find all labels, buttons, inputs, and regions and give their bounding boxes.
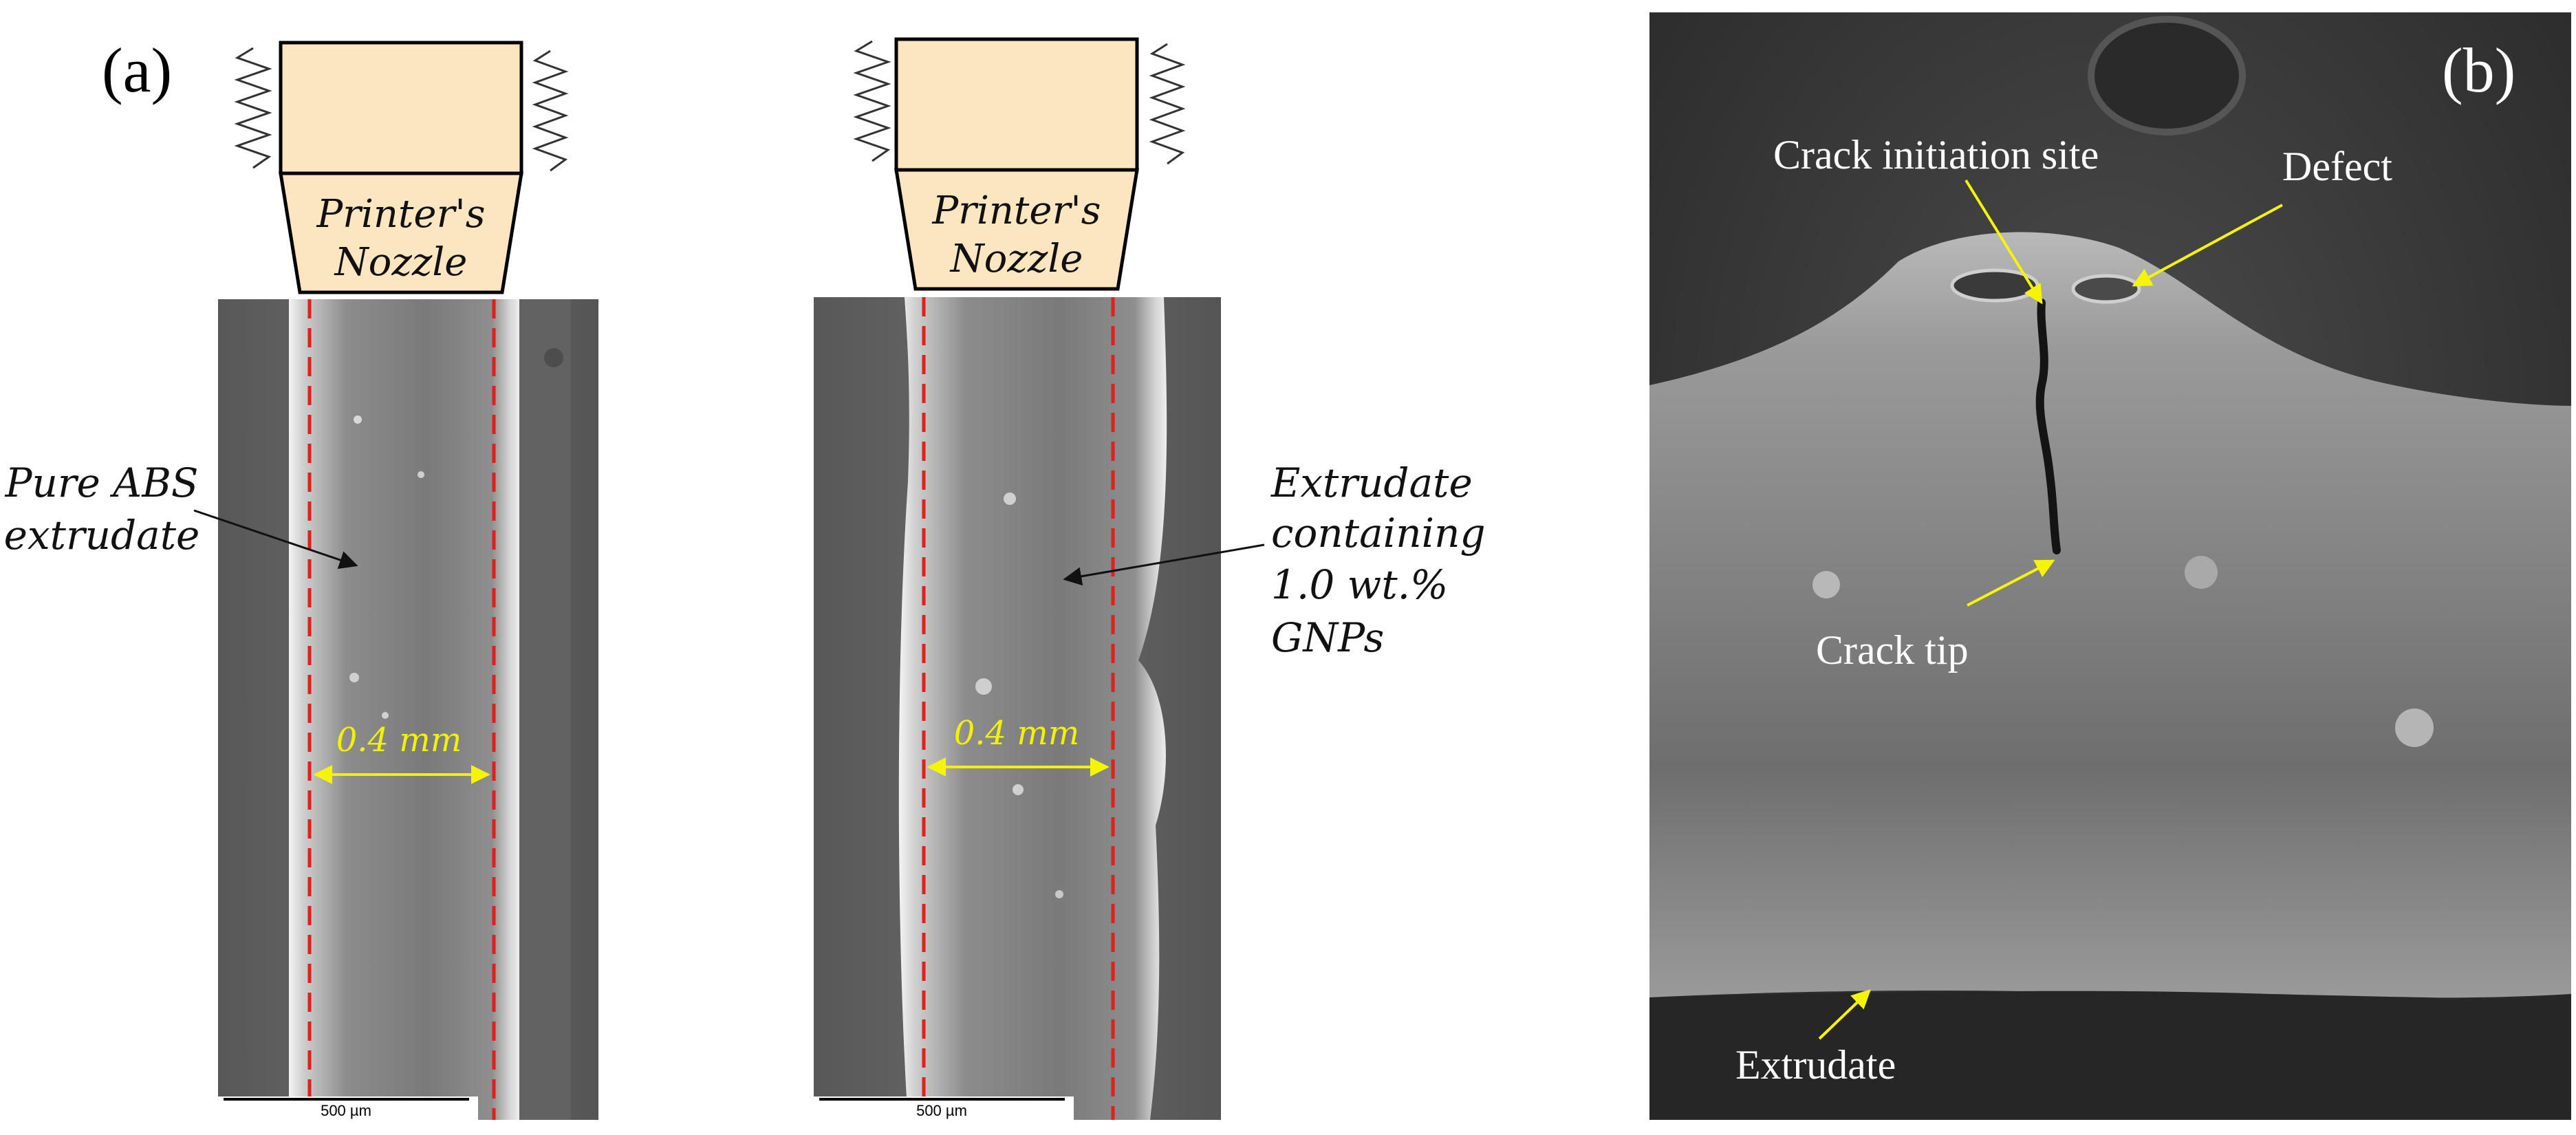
right-callout-line2: containing	[1271, 510, 1486, 556]
left-nozzle-label-line2: Nozzle	[334, 240, 468, 285]
left-nozzle-body	[279, 41, 523, 175]
panel-b-crack-tip-label: Crack tip	[1816, 627, 1969, 673]
panel-b-debris	[2185, 556, 2218, 589]
right-extrudate: Printer's Nozzle 0.4 mm 500 µm Extrudate…	[814, 37, 1486, 1120]
panel-b: (b) Crack initiation site Defect Crack t…	[1649, 12, 2571, 1120]
right-speck	[1013, 784, 1024, 795]
left-speck	[418, 471, 424, 478]
left-fiber	[289, 299, 519, 1120]
left-callout-line2: extrudate	[4, 512, 200, 559]
right-speck	[975, 678, 992, 695]
left-speck	[382, 712, 389, 719]
panel-b-crack	[2035, 299, 2061, 554]
panel-b-defect-arrow	[2132, 204, 2283, 287]
left-nozzle-label-line1: Printer's	[316, 192, 486, 237]
panel-b-crack-initiation-arrow	[1965, 179, 2043, 305]
right-nozzle-body	[894, 37, 1139, 172]
left-nozzle-tip	[279, 171, 523, 294]
left-spring-2	[532, 50, 569, 172]
panel-b-defect-label: Defect	[2282, 144, 2392, 189]
panel-b-extrudate-arrow	[1818, 989, 1872, 1040]
right-nozzle-label-line2: Nozzle	[949, 237, 1083, 281]
left-callout-line1: Pure ABS	[4, 460, 198, 506]
right-callout-line3: 1.0 wt.%	[1271, 561, 1448, 608]
left-dimension-label: 0.4 mm	[336, 721, 462, 759]
right-scale-bar-label: 500 µm	[916, 1102, 967, 1119]
left-speck	[354, 415, 362, 424]
right-speck	[1055, 890, 1063, 898]
panel-a: (a) Printer's Nozzle 0.	[4, 35, 1486, 1120]
right-fiber	[898, 297, 1167, 1120]
panel-b-lower-band	[1649, 991, 2571, 1120]
panel-b-crack-initiation-label: Crack initiation site	[1773, 132, 2099, 177]
right-spring-1	[853, 40, 891, 162]
panel-b-extrudate-label: Extrudate	[1735, 1042, 1896, 1088]
panel-b-defect-pit-right	[2071, 274, 2141, 304]
panel-b-background-ring	[2088, 16, 2246, 136]
left-callout-arrow	[193, 509, 358, 569]
right-spring-2	[1149, 43, 1186, 165]
panel-b-label: (b)	[2442, 35, 2515, 105]
right-callout-arrow	[1063, 543, 1265, 586]
right-dimension-label: 0.4 mm	[954, 714, 1080, 753]
left-scale-bar-label: 500 µm	[321, 1102, 371, 1119]
right-callout-line4: GNPs	[1271, 614, 1384, 661]
right-nozzle-tip	[894, 168, 1139, 291]
right-nozzle-label-line1: Printer's	[932, 188, 1101, 233]
left-spring-1	[234, 47, 272, 169]
left-extrudate: Printer's Nozzle 0.4 mm 500 µm Pure ABS	[4, 41, 598, 1120]
panel-b-crack-tip-arrow	[1967, 559, 2055, 607]
right-speck	[1004, 493, 1016, 505]
panel-b-debris	[2395, 709, 2434, 747]
left-right-strand	[519, 299, 571, 1120]
left-speck	[349, 673, 359, 682]
panel-b-debris	[1812, 571, 1840, 598]
right-callout-line1: Extrudate	[1270, 460, 1473, 506]
panel-a-label: (a)	[102, 35, 172, 105]
panel-b-bulge	[1649, 232, 2571, 998]
left-speck	[544, 348, 563, 367]
